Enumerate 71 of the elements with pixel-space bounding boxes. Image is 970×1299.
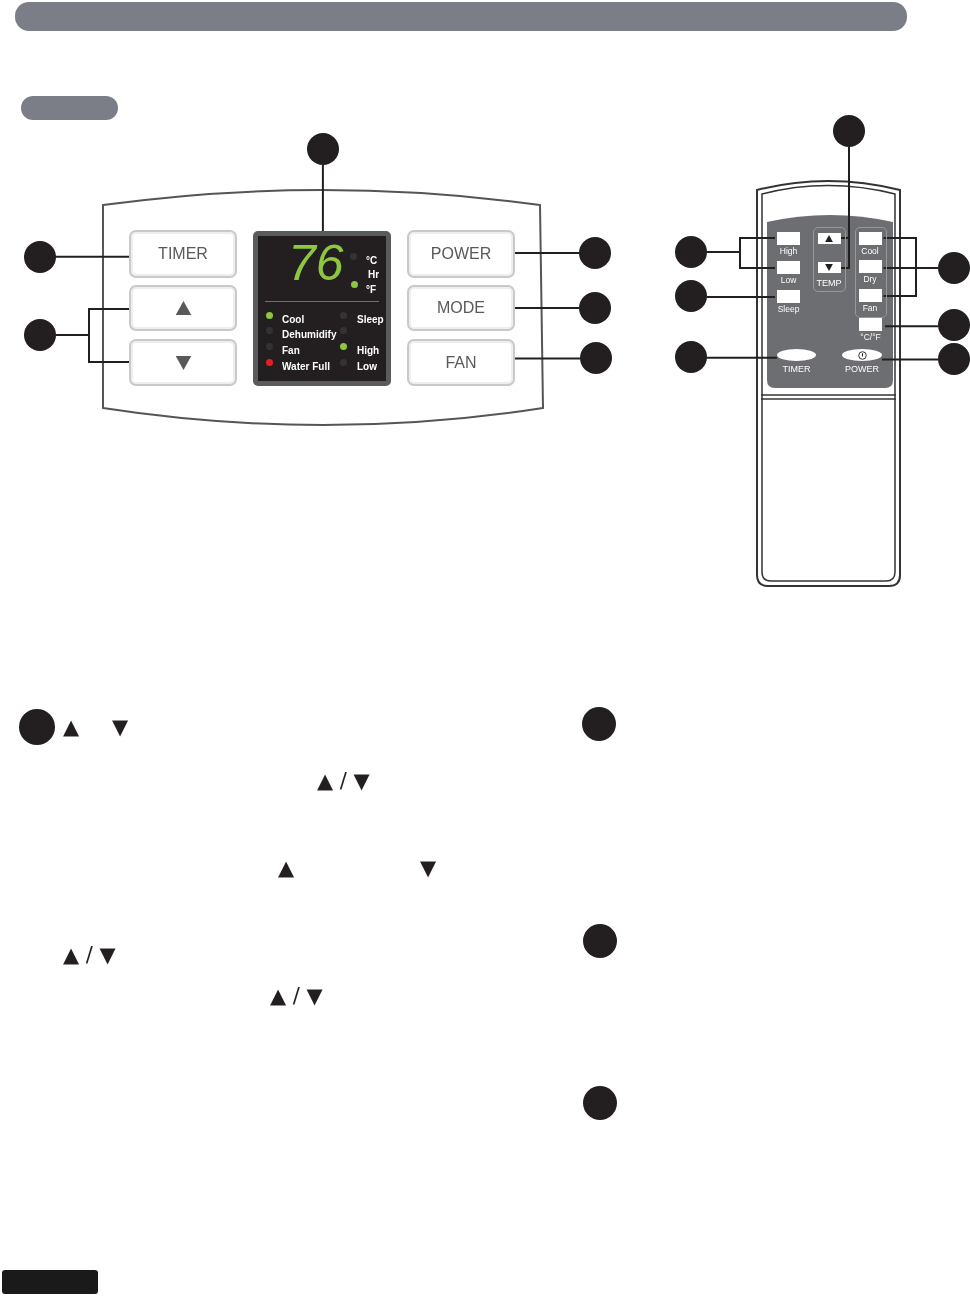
remote-button bbox=[817, 232, 841, 244]
indicator-label: °F bbox=[366, 283, 377, 297]
arrow-symbol: ▲ bbox=[63, 714, 80, 740]
callout-marker bbox=[24, 241, 56, 273]
button-label: Low bbox=[779, 275, 798, 286]
indicator-label: Dehumidify bbox=[282, 328, 337, 342]
leader-line bbox=[321, 164, 324, 232]
leader-line bbox=[884, 325, 940, 328]
indicator-label: Low bbox=[357, 360, 377, 374]
leader-line bbox=[706, 251, 776, 269]
section-tab bbox=[21, 96, 118, 120]
panel-button: POWER bbox=[407, 230, 515, 278]
indicator-label: °C bbox=[366, 254, 378, 268]
arrow-symbol: ▼ bbox=[420, 855, 437, 881]
leader-line bbox=[514, 357, 581, 360]
callout-marker bbox=[24, 319, 56, 351]
panel-button bbox=[129, 339, 237, 386]
callout-marker bbox=[675, 341, 707, 373]
leader-line bbox=[55, 255, 130, 258]
callout-marker bbox=[938, 252, 970, 284]
button-label: Sleep bbox=[776, 304, 801, 315]
leader-line bbox=[706, 356, 778, 359]
panel-button: MODE bbox=[407, 285, 515, 331]
leader-line bbox=[705, 296, 776, 299]
callout-marker bbox=[675, 280, 707, 312]
callout-marker bbox=[579, 292, 611, 324]
page-tab bbox=[2, 1270, 98, 1294]
display-screen bbox=[253, 231, 391, 386]
indicator-label: Hr bbox=[368, 268, 380, 282]
indicator-label: Cool bbox=[282, 313, 305, 327]
button-label: Dry bbox=[862, 273, 878, 285]
callout-marker bbox=[675, 236, 707, 268]
callout-marker bbox=[583, 924, 617, 958]
button-label: TIMER bbox=[781, 364, 812, 375]
button-label: High bbox=[778, 246, 799, 257]
temperature-readout: 76 bbox=[288, 238, 344, 288]
arrow-symbol: ▲ / ▼ bbox=[63, 942, 116, 968]
button-label: POWER bbox=[844, 364, 880, 375]
leader-line bbox=[881, 358, 939, 361]
button-group-frame bbox=[813, 227, 846, 292]
indicator-label: High bbox=[357, 344, 380, 358]
header-bar bbox=[15, 2, 907, 31]
callout-marker bbox=[583, 1086, 617, 1120]
callout-marker bbox=[833, 115, 865, 147]
callout-marker bbox=[19, 709, 55, 745]
callout-marker bbox=[307, 133, 339, 165]
arrow-symbol: ▼ bbox=[112, 714, 129, 740]
panel-button: FAN bbox=[407, 339, 515, 386]
panel-button bbox=[129, 285, 237, 331]
indicator-label: Water Full bbox=[282, 360, 330, 374]
leader-line bbox=[55, 334, 130, 363]
callout-marker bbox=[582, 707, 616, 741]
leader-line bbox=[882, 267, 939, 297]
indicator-label: Fan bbox=[282, 344, 300, 358]
button-group-frame bbox=[855, 227, 887, 318]
leader-line bbox=[514, 307, 580, 309]
arrow-symbol: ▲ / ▼ bbox=[270, 983, 323, 1009]
callout-marker bbox=[580, 342, 612, 374]
arrow-symbol: ▲ bbox=[278, 855, 295, 881]
button-label: TEMP bbox=[815, 278, 843, 289]
callout-marker bbox=[938, 309, 970, 341]
callout-marker bbox=[579, 237, 611, 269]
button-label: Cool bbox=[860, 245, 880, 257]
panel-button: TIMER bbox=[129, 230, 237, 278]
button-label: Fan bbox=[861, 302, 879, 314]
indicator-label: Sleep bbox=[357, 313, 384, 327]
remote-button bbox=[817, 261, 841, 273]
button-label: °C/°F bbox=[859, 332, 882, 343]
arrow-symbol: ▲ / ▼ bbox=[317, 768, 370, 794]
callout-marker bbox=[938, 343, 970, 375]
leader-line bbox=[514, 252, 580, 255]
